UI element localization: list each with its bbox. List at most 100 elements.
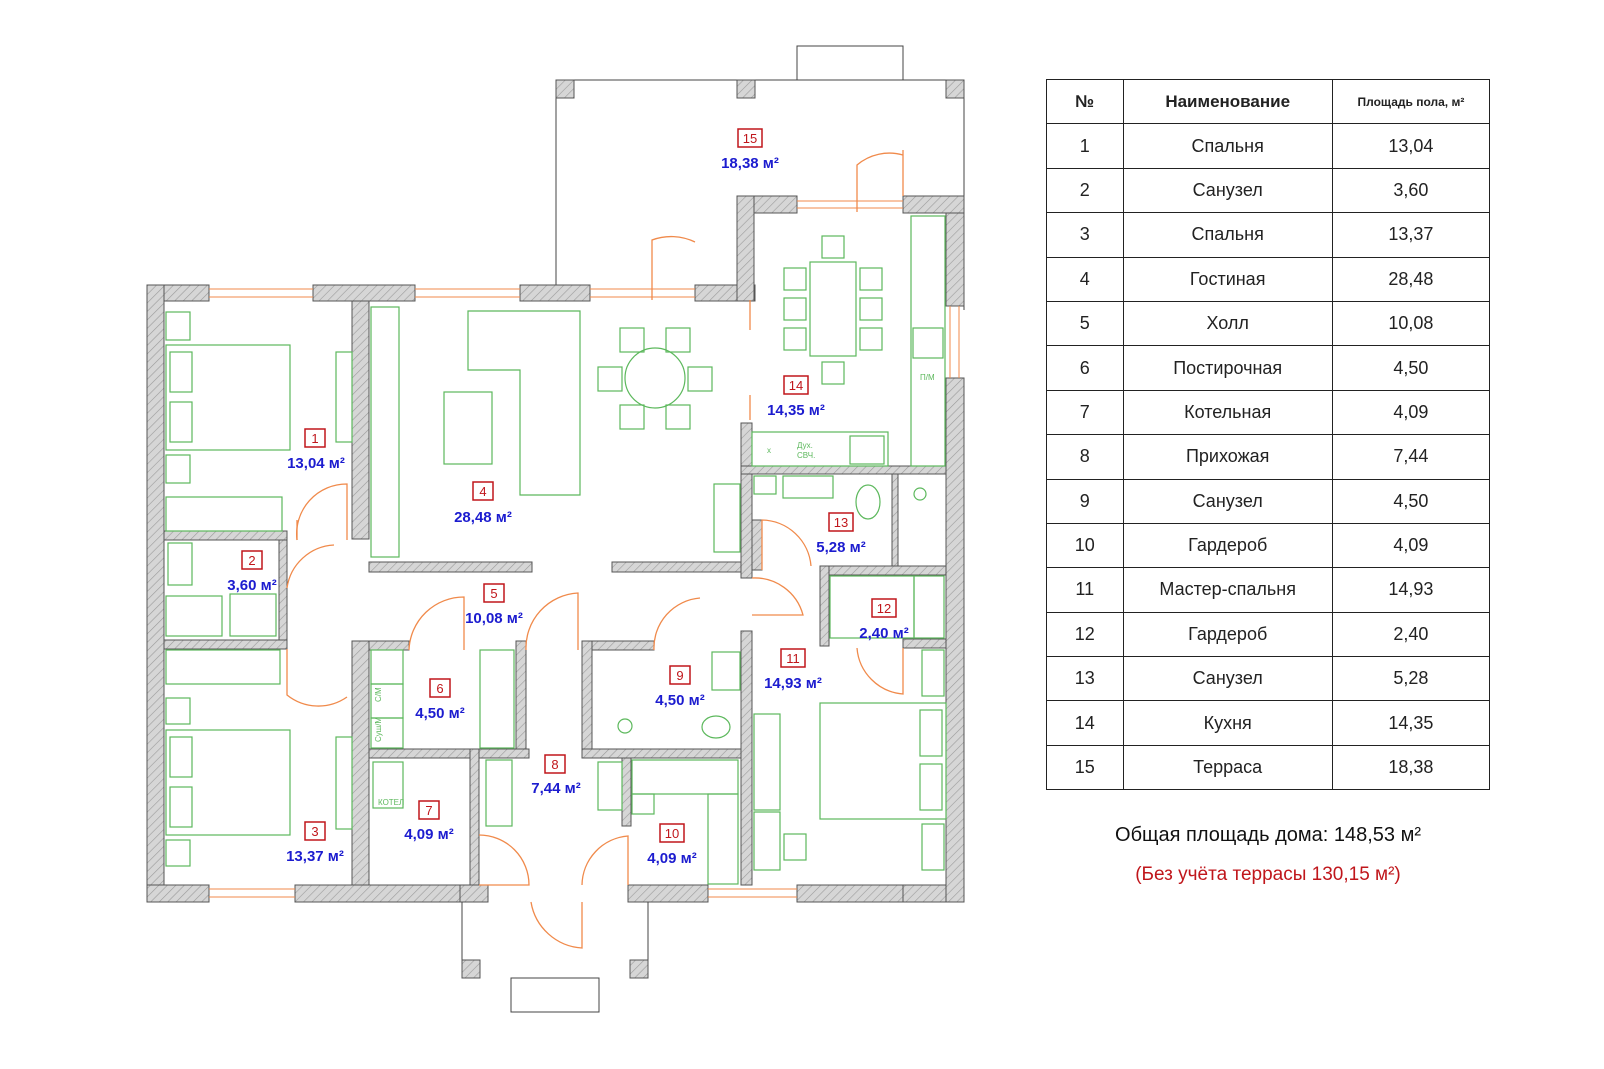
cell-area: 14,35 <box>1331 700 1491 746</box>
cell-area: 3,60 <box>1331 167 1491 214</box>
cell-name: Гардероб <box>1122 522 1333 569</box>
cell-number: 2 <box>1046 167 1124 214</box>
svg-text:4,50 м²: 4,50 м² <box>415 705 464 722</box>
fridge-label: x <box>767 446 771 455</box>
shower-head <box>913 487 927 501</box>
cell-name: Кухня <box>1122 700 1333 746</box>
cell-name: Мастер-спальня <box>1122 567 1333 613</box>
svg-text:2,40 м²: 2,40 м² <box>859 625 908 642</box>
outer-walls <box>146 195 965 903</box>
room-tag-7: 7 4,09 м² <box>404 800 454 843</box>
svg-text:3: 3 <box>311 824 318 839</box>
kitchen-counter <box>910 215 946 467</box>
room-tag-2: 23,60 м² <box>227 550 277 594</box>
svg-text:12: 12 <box>877 601 891 616</box>
cell-area: 18,38 <box>1331 744 1491 791</box>
terrace-post <box>555 79 575 99</box>
bed <box>165 344 291 451</box>
sink <box>782 475 834 499</box>
svg-text:7: 7 <box>425 803 432 818</box>
cell-area: 13,04 <box>1331 123 1491 169</box>
terrace-post <box>736 79 756 99</box>
cell-name: Санузел <box>1122 167 1333 214</box>
room-tag-13: 13 5,28 м² <box>816 512 866 556</box>
coffee-table <box>443 391 493 465</box>
svg-text:1: 1 <box>311 431 318 446</box>
sofa <box>467 310 581 496</box>
terrace-step <box>796 45 904 81</box>
room-tag-9: 9 4,50 м² <box>655 665 705 709</box>
room-tag-4: 428,48 м² <box>454 481 512 526</box>
svg-text:9: 9 <box>676 668 683 683</box>
porch-step <box>510 977 600 1013</box>
svg-text:18,38 м²: 18,38 м² <box>721 155 779 172</box>
svg-text:4,09 м²: 4,09 м² <box>404 826 453 843</box>
column-header-area: Площадь пола, м² <box>1331 78 1491 125</box>
cell-number: 14 <box>1046 700 1124 746</box>
cell-area: 13,37 <box>1331 212 1491 258</box>
cell-area: 5,28 <box>1331 656 1491 702</box>
cell-area: 4,50 <box>1331 478 1491 524</box>
svg-text:5,28 м²: 5,28 м² <box>816 539 865 556</box>
svg-text:6: 6 <box>436 681 443 696</box>
cell-number: 7 <box>1046 389 1124 436</box>
cell-name: Постирочная <box>1122 345 1333 391</box>
doors <box>286 150 904 949</box>
svg-text:4: 4 <box>479 484 486 499</box>
svg-text:13: 13 <box>834 515 848 530</box>
terrace-post <box>945 79 965 99</box>
cell-area: 10,08 <box>1331 300 1491 347</box>
total-area: Общая площадь дома: 148,53 м² <box>1115 824 1421 846</box>
cell-number: 3 <box>1046 212 1124 258</box>
svg-text:15: 15 <box>743 131 757 146</box>
bed <box>819 702 947 820</box>
porch-post <box>629 959 649 979</box>
room-tag-1: 1 13,04 м² <box>287 428 345 472</box>
svg-text:10,08 м²: 10,08 м² <box>465 610 523 627</box>
svg-text:14,35 м²: 14,35 м² <box>767 402 825 419</box>
cell-number: 6 <box>1046 345 1124 391</box>
cell-area: 7,44 <box>1331 434 1491 480</box>
cell-area: 2,40 <box>1331 611 1491 658</box>
cell-name: Санузел <box>1122 656 1333 702</box>
dining-table <box>809 261 857 357</box>
svg-text:8: 8 <box>551 757 558 772</box>
room-tag-5: 5 10,08 м² <box>465 583 523 627</box>
svg-text:4,50 м²: 4,50 м² <box>655 692 704 709</box>
svg-text:3,60 м²: 3,60 м² <box>227 577 276 594</box>
cell-number: 9 <box>1046 478 1124 524</box>
windows <box>209 200 960 898</box>
svg-text:11: 11 <box>786 651 800 666</box>
dryer-label: Суш/М <box>374 717 383 742</box>
room-tag-6: 6 4,50 м² <box>415 678 465 722</box>
room-tag-12: 12 2,40 м² <box>859 598 909 642</box>
cell-number: 1 <box>1046 123 1124 169</box>
sink <box>167 542 193 586</box>
cell-name: Гостиная <box>1122 256 1333 302</box>
oven-label: Дух. <box>797 441 813 450</box>
cooktop <box>849 435 885 465</box>
washer-label: С/М <box>374 687 383 702</box>
column-header-name: Наименование <box>1122 78 1333 125</box>
cell-number: 11 <box>1046 567 1124 613</box>
cell-area: 4,09 <box>1331 522 1491 569</box>
cell-number: 5 <box>1046 300 1124 347</box>
svg-text:13,04 м²: 13,04 м² <box>287 455 345 472</box>
cell-number: 10 <box>1046 522 1124 569</box>
area-without-terrace: (Без учёта террасы 130,15 м²) <box>1135 864 1401 885</box>
cell-name: Санузел <box>1122 478 1333 524</box>
interior-walls <box>163 300 947 886</box>
dishwasher-label: П/М <box>920 373 935 382</box>
svg-text:5: 5 <box>490 586 497 601</box>
toilet <box>229 593 277 637</box>
